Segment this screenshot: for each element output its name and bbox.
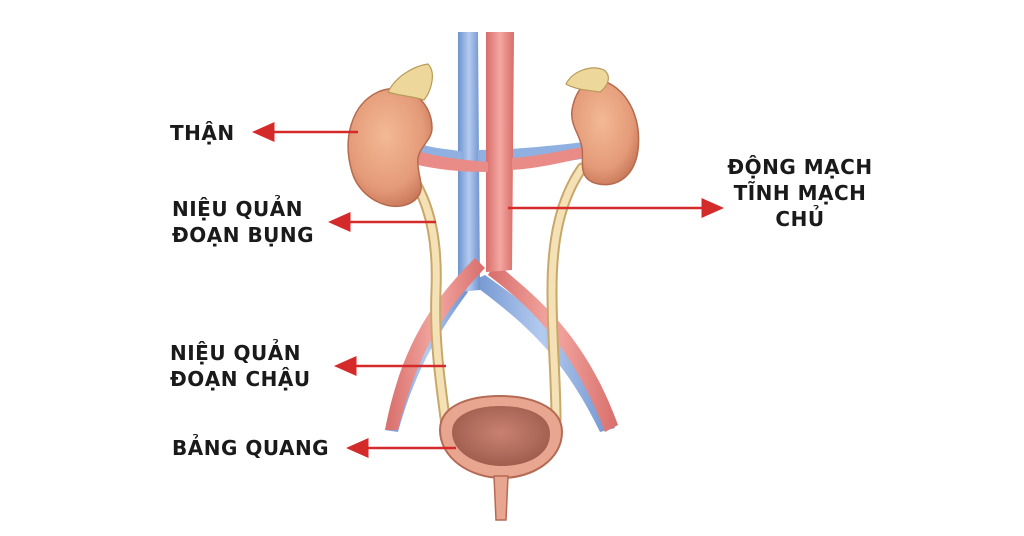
label-ureter-abdominal-line-1: NIỆU QUẢN [172, 197, 304, 221]
right-kidney [571, 79, 640, 186]
left-renal-artery [414, 150, 488, 172]
label-aorta-vena-cava-line-1: ĐỘNG MẠCH [727, 155, 873, 179]
right-renal-artery [512, 146, 590, 170]
right-adrenal-gland [565, 67, 609, 93]
urethra [493, 475, 509, 521]
label-aorta-vena-cava-line-2: TĨNH MẠCH [733, 181, 867, 205]
aorta [486, 32, 514, 272]
label-kidney: THẬN [170, 121, 235, 145]
label-ureter-pelvic: NIỆU QUẢN ĐOẠN CHẬU [170, 340, 311, 392]
left-ureter-inner [404, 168, 450, 429]
label-ureter-abdominal-line-2: ĐOẠN BỤNG [172, 223, 315, 247]
right-iliac-vein [470, 275, 615, 432]
left-iliac-artery [385, 258, 485, 430]
bladder-interior [452, 406, 550, 466]
left-adrenal-gland [387, 63, 433, 101]
label-aorta-vena-cava: ĐỘNG MẠCH TĨNH MẠCH CHỦ [722, 154, 878, 232]
label-ureter-pelvic-line-2: ĐOẠN CHẬU [170, 367, 311, 391]
label-ureter-abdominal: NIỆU QUẢN ĐOẠN BỤNG [172, 196, 314, 248]
right-ureter-inner [548, 164, 586, 424]
label-bladder: BẢNG QUANG [172, 436, 330, 460]
label-aorta-vena-cava-line-3: CHỦ [775, 207, 825, 231]
right-iliac-artery [488, 262, 618, 432]
label-ureter-pelvic-line-1: NIỆU QUẢN [170, 341, 302, 365]
left-kidney [347, 87, 433, 208]
